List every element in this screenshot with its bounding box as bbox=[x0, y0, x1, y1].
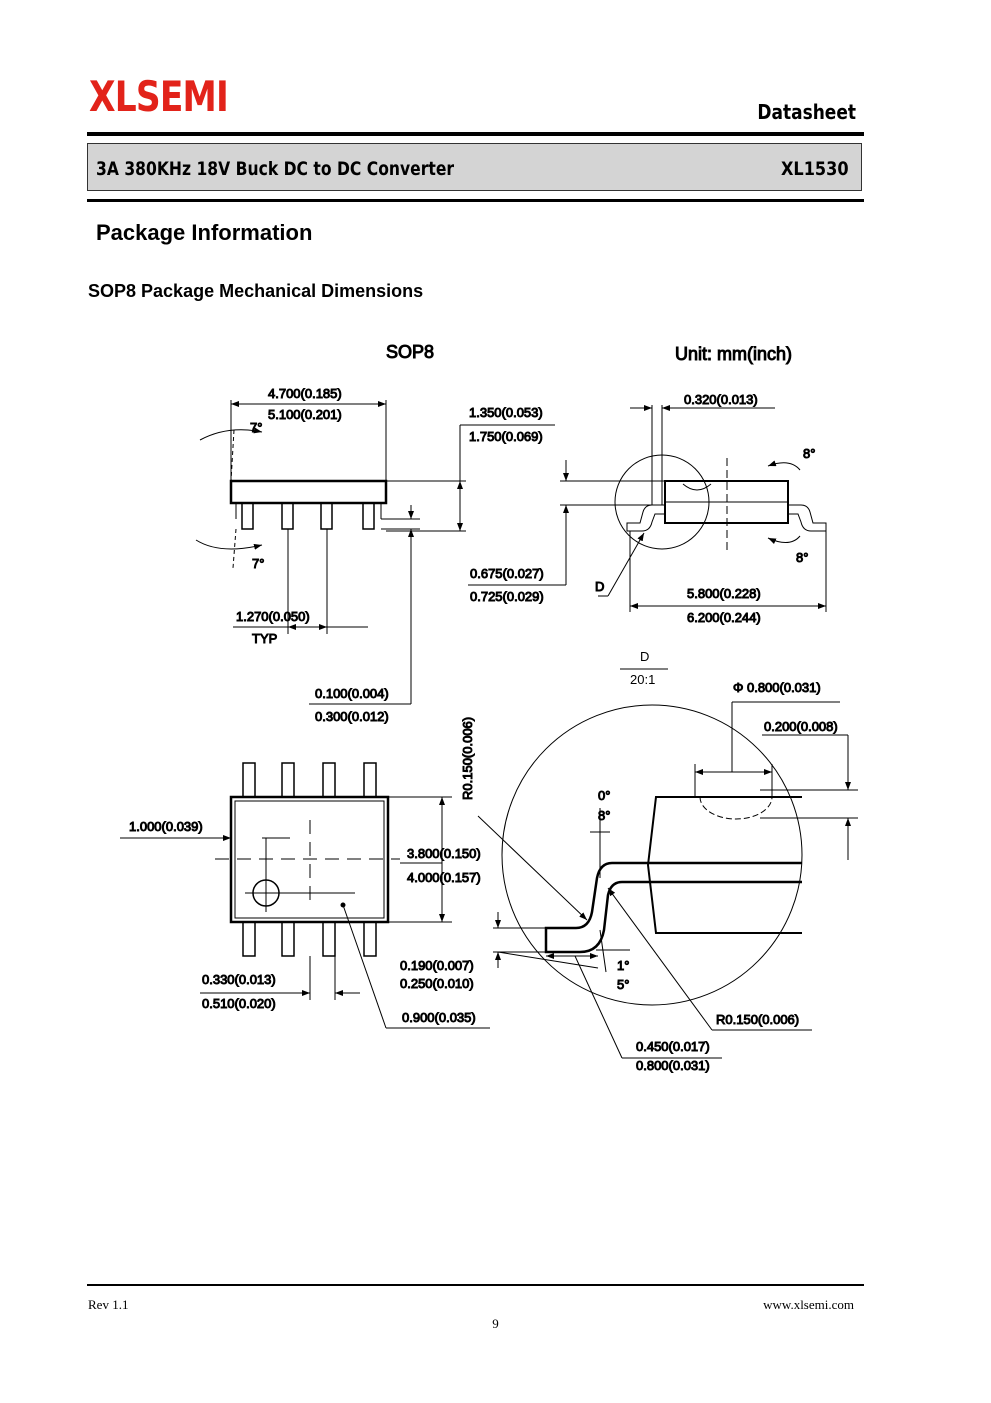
dim-pitch-typ: TYP bbox=[252, 631, 277, 646]
dim-foot-max: 0.800(0.031) bbox=[636, 1058, 710, 1073]
dim-height-min: 1.350(0.053) bbox=[469, 405, 543, 420]
dim-lead-w-min: 0.330(0.013) bbox=[202, 972, 276, 987]
section-title: Package Information bbox=[96, 220, 313, 245]
website-url: www.xlsemi.com bbox=[763, 1297, 854, 1312]
package-name: SOP8 bbox=[386, 342, 434, 362]
dim-pin1-dia: Φ 0.800(0.031) bbox=[733, 680, 821, 695]
section-subtitle: SOP8 Package Mechanical Dimensions bbox=[88, 281, 424, 301]
angle-5: 5° bbox=[617, 977, 629, 992]
dim-lead-h-max: 0.725(0.029) bbox=[470, 589, 544, 604]
angle-1: 1° bbox=[617, 958, 629, 973]
title-bar: 3A 380KHz 18V Buck DC to DC Converter XL… bbox=[87, 143, 862, 191]
dim-body-len-min: 4.700(0.185) bbox=[268, 386, 342, 401]
angle-0: 0° bbox=[598, 788, 610, 803]
part-number: XL1530 bbox=[781, 158, 849, 180]
dim-lead-w-max: 0.510(0.020) bbox=[202, 996, 276, 1011]
detail-d-callout: D bbox=[595, 579, 604, 594]
scale-d: D bbox=[640, 649, 649, 664]
dim-span-min: 5.800(0.228) bbox=[687, 586, 761, 601]
company-logo: XLSEMI bbox=[89, 72, 229, 121]
side-view bbox=[195, 400, 555, 705]
angle-8a: 8° bbox=[803, 446, 815, 461]
detail-d-view: D 20:1 bbox=[477, 649, 858, 1059]
dim-pin1-depth: 0.200(0.008) bbox=[764, 719, 838, 734]
dim-span-max: 6.200(0.244) bbox=[687, 610, 761, 625]
angle-8b: 8° bbox=[796, 550, 808, 565]
dim-radius-bot: R0.150(0.006) bbox=[716, 1012, 799, 1027]
end-view bbox=[468, 405, 827, 612]
dim-lead-t-max: 0.250(0.010) bbox=[400, 976, 474, 991]
dim-foot-min: 0.450(0.017) bbox=[636, 1039, 710, 1054]
dim-chamfer: 0.900(0.035) bbox=[402, 1010, 476, 1025]
dim-radius-top: R0.150(0.006) bbox=[460, 717, 475, 800]
angle-8c: 8° bbox=[598, 808, 610, 823]
product-title: 3A 380KHz 18V Buck DC to DC Converter bbox=[96, 158, 455, 180]
dim-lead-t-min: 0.190(0.007) bbox=[400, 958, 474, 973]
dim-pin1-offset: 1.000(0.039) bbox=[129, 819, 203, 834]
footer-rule bbox=[87, 1284, 864, 1286]
dim-body-w-min: 3.800(0.150) bbox=[407, 846, 481, 861]
dim-body-len-max: 5.100(0.201) bbox=[268, 407, 342, 422]
angle-7a: 7° bbox=[250, 420, 262, 435]
top-view bbox=[120, 762, 490, 1029]
dim-pitch: 1.270(0.050) bbox=[236, 609, 310, 624]
revision: Rev 1.1 bbox=[88, 1297, 129, 1312]
header-rule bbox=[87, 132, 864, 136]
dim-standoff-min: 0.100(0.004) bbox=[315, 686, 389, 701]
dim-lead-h-min: 0.675(0.027) bbox=[470, 566, 544, 581]
unit-label: Unit: mm(inch) bbox=[675, 344, 792, 364]
dim-lead-thk: 0.320(0.013) bbox=[684, 392, 758, 407]
doc-type-label: Datasheet bbox=[757, 100, 856, 124]
dim-height-max: 1.750(0.069) bbox=[469, 429, 543, 444]
scale-ratio: 20:1 bbox=[630, 672, 655, 687]
angle-7b: 7° bbox=[252, 556, 264, 571]
dim-body-w-max: 4.000(0.157) bbox=[407, 870, 481, 885]
title-rule bbox=[87, 199, 864, 202]
dim-standoff-max: 0.300(0.012) bbox=[315, 709, 389, 724]
page-number: 9 bbox=[492, 1316, 499, 1331]
